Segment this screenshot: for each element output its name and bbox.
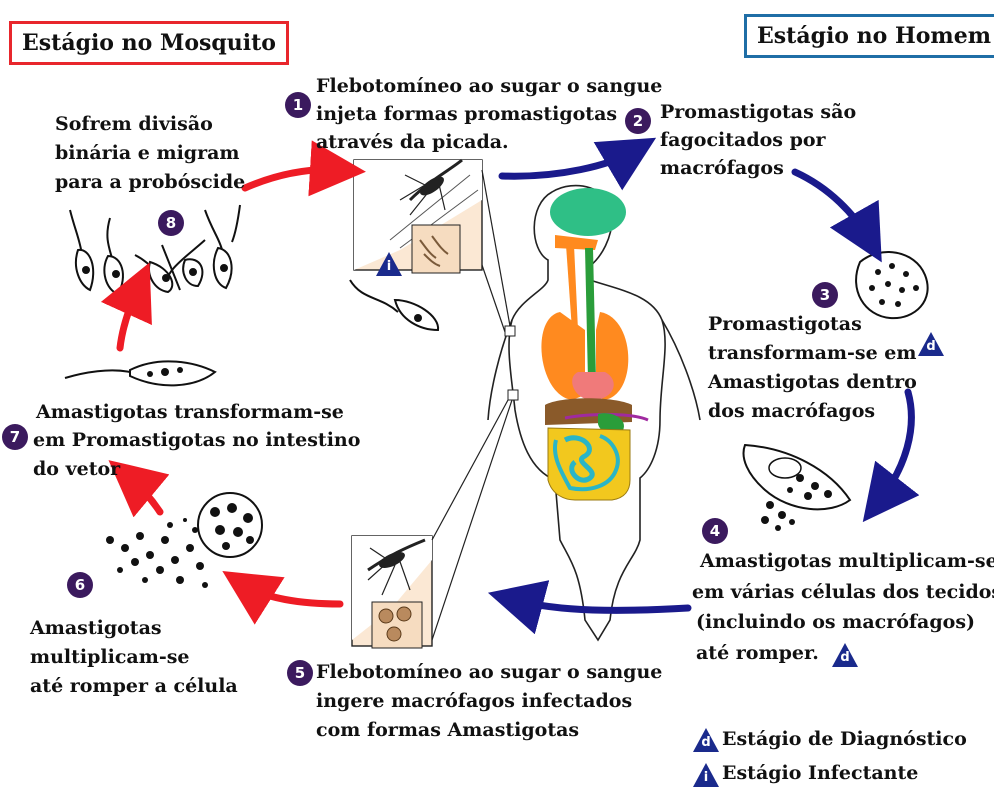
step-badge-1: 1 <box>285 92 311 118</box>
legend-infective-icon: i <box>693 763 719 787</box>
human-stage-title: Estágio no Homem <box>744 14 994 58</box>
sandfly-bite-bottom-illustration <box>352 400 512 648</box>
step-badge-5: 5 <box>287 660 313 686</box>
step-badge-3: 3 <box>812 282 838 308</box>
macrophage-illustration <box>856 252 928 318</box>
infected-cell-illustration <box>744 445 850 531</box>
step-badge-8: 8 <box>158 210 184 236</box>
legend-infective-label: Estágio Infectante <box>722 759 918 787</box>
legend-diagnostic-icon: d <box>693 728 719 752</box>
sandfly-bite-top-illustration <box>354 160 510 332</box>
diagnostic-marker-step4-icon: d <box>832 643 858 667</box>
legend-diagnostic-label: Estágio de Diagnóstico <box>722 725 967 753</box>
infective-stage-marker-icon: i <box>376 252 402 276</box>
ruptured-cell-illustration <box>106 493 262 588</box>
step-badge-2: 2 <box>625 108 651 134</box>
step-badge-6: 6 <box>67 572 93 598</box>
mosquito-stage-title: Estágio no Mosquito <box>9 21 289 65</box>
diagnostic-marker-step3-icon: d <box>918 332 944 356</box>
step-badge-4: 4 <box>702 518 728 544</box>
human-organs-illustration <box>505 188 648 500</box>
promastigotes-dividing-illustration <box>70 205 240 294</box>
promastigote-transforming-illustration <box>65 361 215 385</box>
promastigote-infective-illustration <box>350 280 438 330</box>
step-badge-7: 7 <box>2 424 28 450</box>
